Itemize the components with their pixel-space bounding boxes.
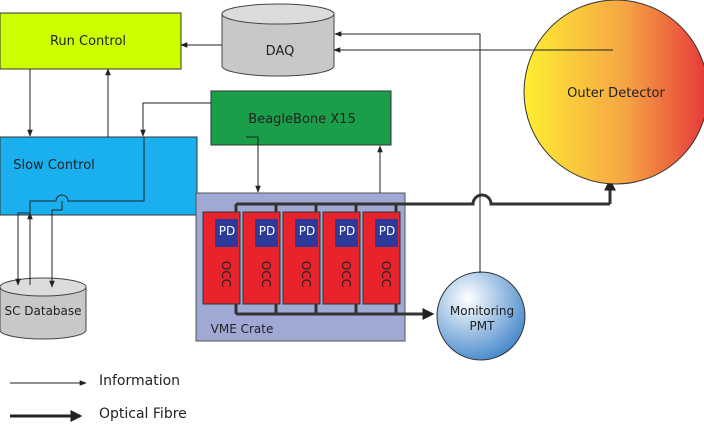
monitoring-pmt-label-line1: Monitoring: [450, 304, 514, 318]
run-control-box: Run Control: [0, 12, 182, 70]
vme-crate-label: VME Crate: [211, 322, 274, 336]
legend-information-label: Information: [99, 373, 180, 389]
beaglebone-box: BeagleBone X15: [210, 90, 392, 146]
daq-label: DAQ: [266, 44, 295, 59]
run-control-label: Run Control: [50, 34, 126, 49]
occ-label: OCC: [379, 261, 393, 287]
slow-control-label: Slow Control: [13, 158, 95, 173]
occ-card: PD OCC: [242, 211, 281, 305]
arrow-pmt-to-daq: [334, 31, 481, 273]
legend-optical-fibre-label: Optical Fibre: [99, 406, 187, 422]
occ-card: PD OCC: [282, 211, 321, 305]
occ-card: PD OCC: [202, 211, 241, 305]
arrow-beaglebone-to-vme: [246, 136, 261, 193]
sc-database-cylinder: SC Database: [0, 277, 87, 340]
slow-control-box: Slow Control: [0, 136, 198, 216]
pd-chip-label: PD: [259, 224, 275, 238]
legend: Information Optical Fibre: [10, 373, 187, 422]
occ-label: OCC: [219, 261, 233, 287]
pd-chip-label: PD: [339, 224, 355, 238]
occ-card: PD OCC: [322, 211, 361, 305]
sc-database-label: SC Database: [4, 304, 81, 318]
arrow-slow-control-to-database: [15, 137, 145, 286]
occ-label: OCC: [299, 261, 313, 287]
occ-card: PD OCC: [362, 211, 401, 305]
monitoring-pmt: Monitoring PMT: [436, 271, 526, 361]
pd-chip-label: PD: [299, 224, 315, 238]
occ-label: OCC: [259, 261, 273, 287]
fibre-top-bus: [236, 193, 610, 206]
outer-detector-label: Outer Detector: [567, 86, 665, 101]
outer-detector: Outer Detector: [523, 0, 704, 185]
occ-label: OCC: [339, 261, 353, 287]
monitoring-pmt-label-line2: PMT: [470, 319, 496, 333]
arrow-beaglebone-to-slow-control: [140, 102, 211, 137]
daq-cylinder: DAQ: [221, 3, 335, 77]
arrow-to-database: [49, 201, 63, 288]
pd-chip-label: PD: [219, 224, 235, 238]
pd-chip-label: PD: [379, 224, 395, 238]
beaglebone-label: BeagleBone X15: [248, 112, 355, 127]
